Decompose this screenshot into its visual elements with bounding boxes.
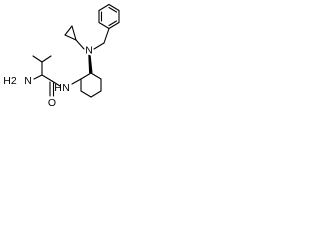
amine-nitrogen-label: N <box>24 75 32 87</box>
isopropyl-methyl-right <box>41 55 52 63</box>
cyclopropyl-group <box>64 25 85 50</box>
benzene-bond-5 <box>98 21 110 30</box>
cyclopropyl-bond-n <box>75 39 85 50</box>
benzyl-ch2 <box>93 27 110 50</box>
benzene-double-bond-2 <box>108 20 118 27</box>
amine-h2-label: H2 <box>3 75 17 87</box>
atom-label-carbonyl-o: O <box>48 97 56 109</box>
benzyl-bond-n <box>93 42 105 50</box>
valine-backbone <box>32 55 53 82</box>
amide-hydrogen-label: H <box>54 82 62 94</box>
benzene-double-bond-1 <box>108 6 118 13</box>
cyclopropyl-bond-3 <box>71 25 77 41</box>
benzyl-bond-ring <box>103 27 110 44</box>
amide-n-c-bond <box>51 80 61 87</box>
ring-to-amide-n-bond <box>71 78 82 85</box>
cyclopropyl-bond-1 <box>64 34 77 41</box>
atom-label-ring-n: N <box>85 45 93 57</box>
cyclohexane-bond-6 <box>80 72 92 80</box>
alpha-to-amine-bond <box>33 74 43 80</box>
cyclohexane-bond-4 <box>80 90 92 98</box>
benzene-ring <box>98 3 120 30</box>
cyclohexane-bond-3 <box>90 90 102 98</box>
amide-group <box>49 80 61 97</box>
atom-label-amide-nh: N H <box>54 82 70 94</box>
stereo-wedge-bond-n <box>88 54 93 74</box>
ring-nitrogen-label: N <box>85 45 93 57</box>
cyclohexane-bond-1 <box>90 72 102 80</box>
isopropyl-methyl-left <box>32 55 43 63</box>
amide-nitrogen-label: N <box>62 82 70 94</box>
cyclohexane-ring <box>80 72 102 98</box>
benzene-bond-1 <box>98 3 110 12</box>
atom-label-amine-nh2: H2 N <box>3 75 32 87</box>
benzene-bond-2 <box>108 3 120 12</box>
benzene-bond-4 <box>108 21 120 30</box>
cyclopropyl-bond-2 <box>64 25 73 36</box>
alpha-carbon-bond <box>41 74 53 82</box>
carbonyl-oxygen-label: O <box>48 97 56 109</box>
molecule-structure-diagram: N N H O H2 N <box>3 3 120 109</box>
